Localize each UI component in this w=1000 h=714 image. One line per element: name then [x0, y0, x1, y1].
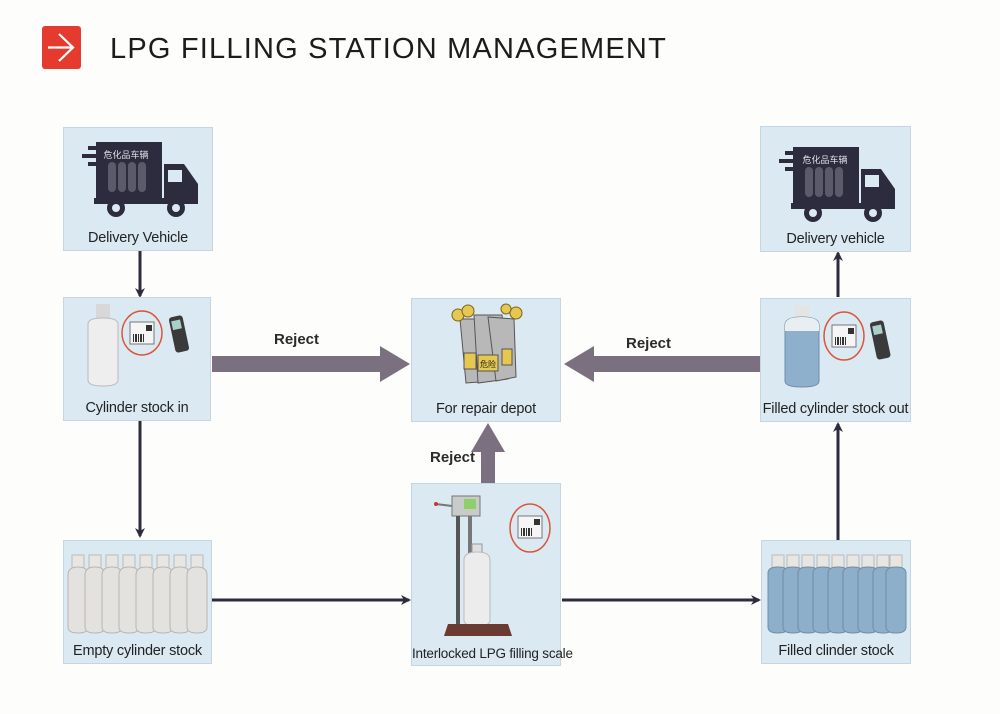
- cylinder-scanner-icon: [87, 304, 190, 387]
- arrow-right-icon: [48, 33, 75, 62]
- logo-badge: [42, 26, 81, 69]
- filled-cylinders-icon: [767, 554, 907, 634]
- damaged-cylinders-icon: 危险: [451, 303, 523, 384]
- reject-label-left: Reject: [274, 331, 320, 348]
- node-filled-cylinder-stock: Filled clinder stock: [761, 540, 911, 664]
- node-label: Cylinder stock in: [85, 400, 189, 416]
- node-empty-cylinder-stock: Empty cylinder stock: [63, 540, 212, 664]
- node-repair-depot: 危险 For repair depot: [411, 298, 561, 422]
- reject-arrow-right: [564, 346, 760, 382]
- empty-cylinders-icon: [67, 554, 208, 634]
- reject-arrow-left: [212, 346, 410, 382]
- node-label: Filled cylinder stock out: [762, 401, 909, 417]
- node-label: Delivery vehicle: [786, 231, 885, 247]
- danger-tag: 危险: [480, 359, 496, 369]
- truck-icon: 危化品车辆: [779, 147, 895, 222]
- reject-label-right: Reject: [626, 335, 672, 352]
- node-cylinder-stock-in: Cylinder stock in: [63, 297, 211, 421]
- node-label: Filled clinder stock: [778, 643, 894, 659]
- node-label: Delivery Vehicle: [88, 230, 188, 246]
- truck-text: 危化品车辆: [802, 154, 847, 166]
- truck-icon: 危化品车辆: [82, 142, 198, 217]
- page-title: LPG FILLING STATION MANAGEMENT: [110, 33, 667, 65]
- filling-scale-icon: [434, 495, 551, 636]
- node-delivery-vehicle-in: 危化品车辆 Delivery Vehicle: [63, 127, 213, 251]
- node-label: For repair depot: [436, 401, 536, 417]
- node-filled-stock-out: Filled cylinder stock out: [760, 298, 911, 422]
- filled-cylinder-scanner-icon: [784, 305, 891, 388]
- node-delivery-vehicle-out: 危化品车辆 Delivery vehicle: [760, 126, 911, 252]
- reject-arrow-up: [471, 423, 505, 484]
- truck-text: 危化品车辆: [103, 149, 148, 161]
- node-label: Empty cylinder stock: [73, 643, 202, 659]
- node-label: Interlocked LPG filling scale: [412, 646, 573, 661]
- reject-label-up: Reject: [430, 449, 476, 466]
- node-filling-scale: Interlocked LPG filling scale: [411, 483, 573, 666]
